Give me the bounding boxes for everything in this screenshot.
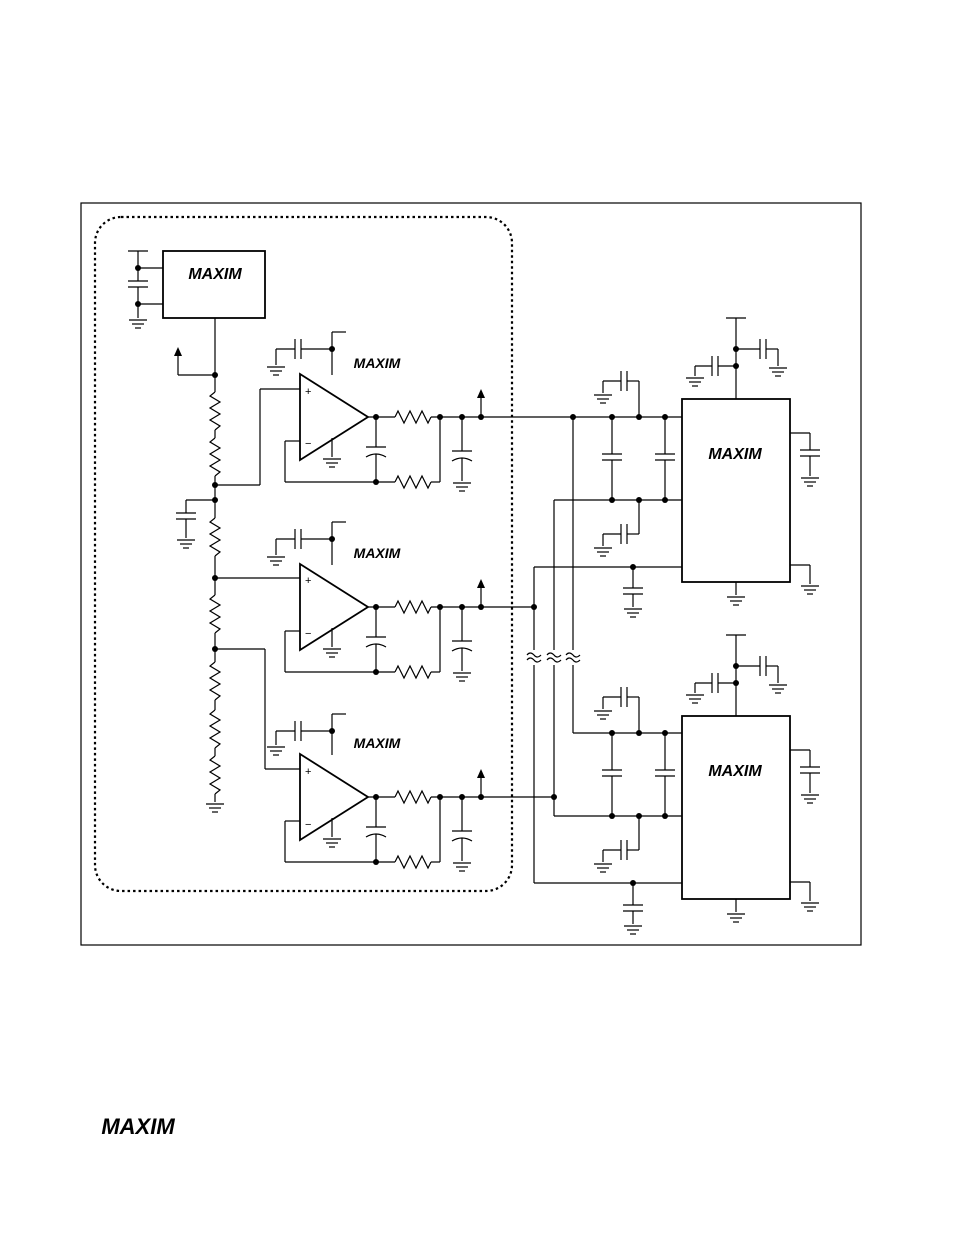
opamp-3-plus: +	[305, 766, 311, 778]
buffer-stage-2: MAXIM + −	[267, 522, 537, 681]
opamp-2-minus: −	[305, 628, 311, 640]
buffer-stage-3: MAXIM + −	[267, 714, 557, 871]
opamp-1-plus: +	[305, 386, 311, 398]
opamp-1-logo: MAXIM	[354, 355, 401, 371]
reference-ic-logo: MAXIM	[188, 266, 242, 283]
reference-module-boundary	[95, 217, 512, 891]
footer-logo: MAXIM	[101, 1114, 175, 1139]
adc-1: MAXIM	[594, 318, 820, 617]
opamp-3-logo: MAXIM	[354, 735, 401, 751]
adc-2: MAXIM	[594, 635, 820, 934]
adc-1-logo: MAXIM	[708, 446, 762, 463]
figure-frame	[81, 203, 861, 945]
opamp-2-plus: +	[305, 575, 311, 587]
opamp-1-minus: −	[305, 438, 311, 450]
buffer-stage-1: MAXIM + −	[267, 332, 485, 491]
adc-2-logo: MAXIM	[708, 763, 762, 780]
opamp-2-logo: MAXIM	[354, 545, 401, 561]
opamp-3-minus: −	[305, 819, 311, 831]
reference-ic: MAXIM	[128, 251, 265, 378]
